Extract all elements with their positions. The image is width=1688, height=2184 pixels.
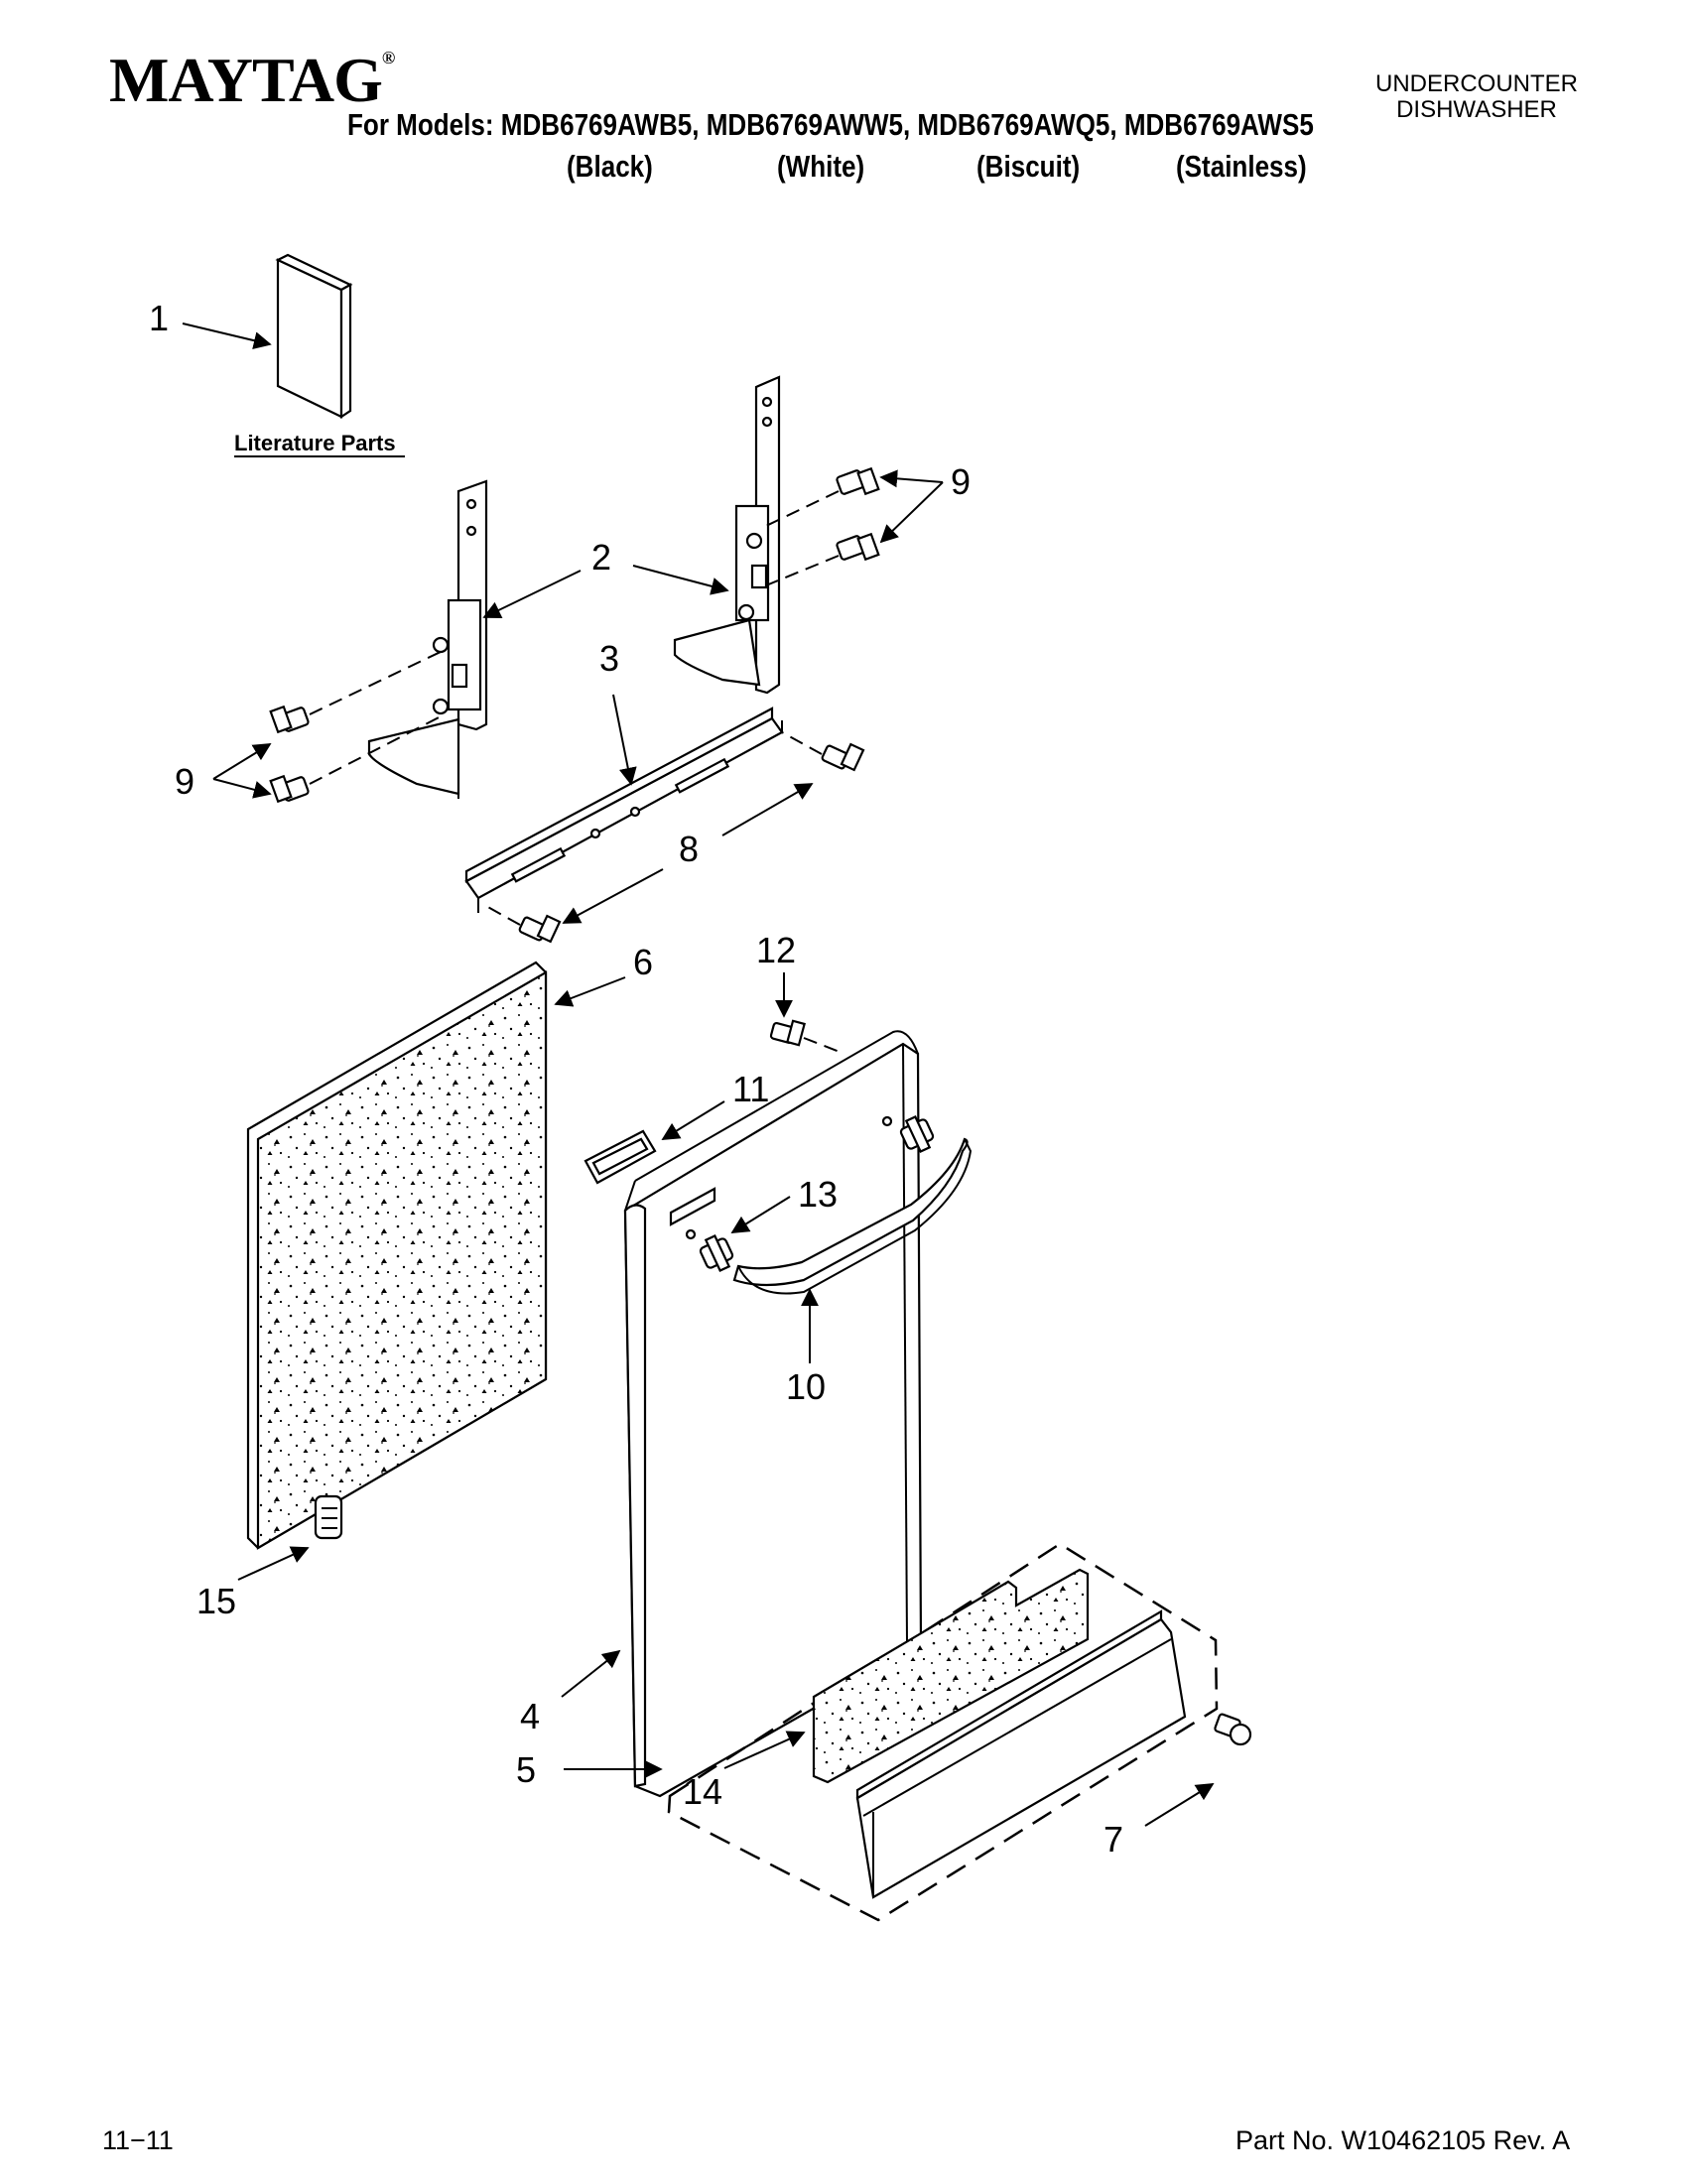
toe-panel (855, 1609, 1187, 1899)
hinge-screw-right-lower (836, 532, 880, 562)
leader-9b-2 (212, 778, 272, 799)
callout-11: 11 (732, 1069, 769, 1109)
door-clip (314, 1494, 343, 1540)
screw-path-ru (765, 490, 840, 527)
door-handle (732, 1137, 973, 1295)
handle-spacer-right (899, 1115, 935, 1153)
toe-panel-kit-outline (667, 1542, 1219, 1922)
leader-3 (612, 694, 637, 786)
handle-spacer-left (699, 1234, 734, 1272)
left-hinge-bracket (367, 479, 488, 799)
callout-12: 12 (756, 930, 796, 970)
callout-6: 6 (633, 942, 653, 982)
literature-parts-label: Literature Parts (234, 431, 396, 455)
callout-13: 13 (798, 1174, 838, 1215)
callout-8: 8 (679, 829, 699, 869)
leader-8a (721, 783, 814, 836)
leader-15 (237, 1546, 310, 1581)
hinge-screw-left-lower (269, 774, 310, 804)
leader-2a (482, 570, 582, 619)
part-number: Part No. W10462105 Rev. A (1235, 2125, 1571, 2155)
callout-9-lower: 9 (175, 761, 195, 802)
outer-door-panel (623, 1030, 923, 1798)
finish-biscuit: (Biscuit) (976, 149, 1081, 184)
leader-14 (723, 1731, 806, 1769)
toe-insulation (812, 1568, 1090, 1784)
callout-3: 3 (599, 638, 619, 679)
screw-path-ll (309, 713, 446, 785)
product-line-2: DISHWASHER (1396, 96, 1557, 123)
models-line: For Models: MDB6769AWB5, MDB6769AWW5, MD… (347, 107, 1314, 142)
right-hinge-bracket (673, 375, 781, 695)
bracket-screw-left (518, 914, 562, 944)
brand-logo: MAYTAG® (109, 44, 395, 117)
date-code: 11−11 (102, 2125, 174, 2155)
product-type: UNDERCOUNTER DISHWASHER (1358, 71, 1596, 123)
screw-path-rl (765, 555, 840, 586)
door-insulation-panel (246, 961, 548, 1550)
callout-7: 7 (1104, 1819, 1123, 1860)
leader-9b-1 (212, 743, 272, 780)
leader-9a-2 (879, 481, 944, 544)
screw-path-bl (483, 904, 521, 926)
finish-black: (Black) (567, 149, 653, 184)
mounting-bracket (464, 707, 784, 913)
brand-name: MAYTAG (109, 45, 383, 115)
leader-9a-1 (879, 469, 944, 488)
leader-6 (554, 976, 626, 1007)
callout-4: 4 (520, 1696, 540, 1736)
callout-14: 14 (683, 1771, 722, 1812)
leader-7 (1144, 1783, 1215, 1827)
screw-path-br (781, 731, 823, 755)
hinge-screw-left-upper (269, 705, 310, 734)
handle-mount-screw (769, 1019, 806, 1047)
toe-panel-screw (1214, 1713, 1252, 1746)
callout-9-upper: 9 (951, 461, 971, 502)
bracket-screw-right (821, 742, 865, 772)
product-line-1: UNDERCOUNTER (1375, 70, 1578, 97)
leader-11 (661, 1100, 725, 1140)
registered-mark: ® (381, 48, 395, 67)
callout-2: 2 (591, 537, 611, 578)
finish-white: (White) (777, 149, 865, 184)
leader-1 (182, 322, 272, 349)
callout-15: 15 (196, 1581, 236, 1621)
screw-path-12 (803, 1037, 841, 1053)
callout-5: 5 (516, 1749, 536, 1790)
screw-path-lu (309, 649, 446, 715)
control-panel-insert (584, 1129, 657, 1185)
finish-stainless: (Stainless) (1176, 149, 1307, 184)
hinge-screw-right-upper (836, 466, 880, 496)
literature-booklet (275, 253, 353, 420)
leader-4 (561, 1649, 621, 1698)
leader-8b (562, 868, 664, 924)
callout-10: 10 (786, 1366, 826, 1407)
callout-1: 1 (149, 298, 169, 338)
leader-13 (730, 1196, 791, 1233)
leader-2b (632, 565, 729, 595)
